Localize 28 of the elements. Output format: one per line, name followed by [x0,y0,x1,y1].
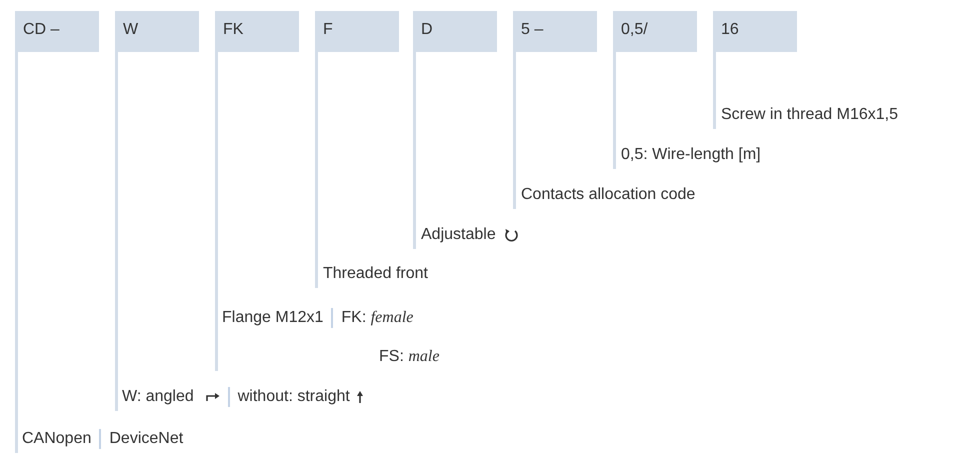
leader-line [513,52,516,209]
description-text: 0,5: Wire-length [m] [621,145,761,165]
description-text: Contacts allocation code [521,185,696,205]
leader-line [713,52,716,129]
leader-line [15,52,18,453]
leader-line [315,52,318,288]
description-text: FS: male [379,347,440,367]
code-segment-box: CD – [15,11,99,52]
description-text: FK: female [341,308,414,328]
description-text: DeviceNet [109,429,184,449]
leader-line [613,52,616,169]
code-segment-box: W [115,11,199,52]
code-segment-box: F [315,11,399,52]
description-text: without: straight [238,387,350,407]
description-text: Flange M12x1 [222,308,324,328]
code-segment-box: 0,5/ [613,11,697,52]
description-text: Adjustable [421,225,496,245]
description-text: CANopen [22,429,92,449]
code-segment-box: 5 – [513,11,597,52]
leader-line [413,52,416,249]
description-text: W: angled [122,387,194,407]
code-segment-box: D [413,11,497,52]
leader-line [115,52,118,411]
code-segment-box: FK [215,11,299,52]
description-text: Threaded front [323,264,428,284]
code-segment-box: 16 [713,11,797,52]
description-text: Screw in thread M16x1,5 [721,105,898,125]
leader-line [215,52,218,371]
